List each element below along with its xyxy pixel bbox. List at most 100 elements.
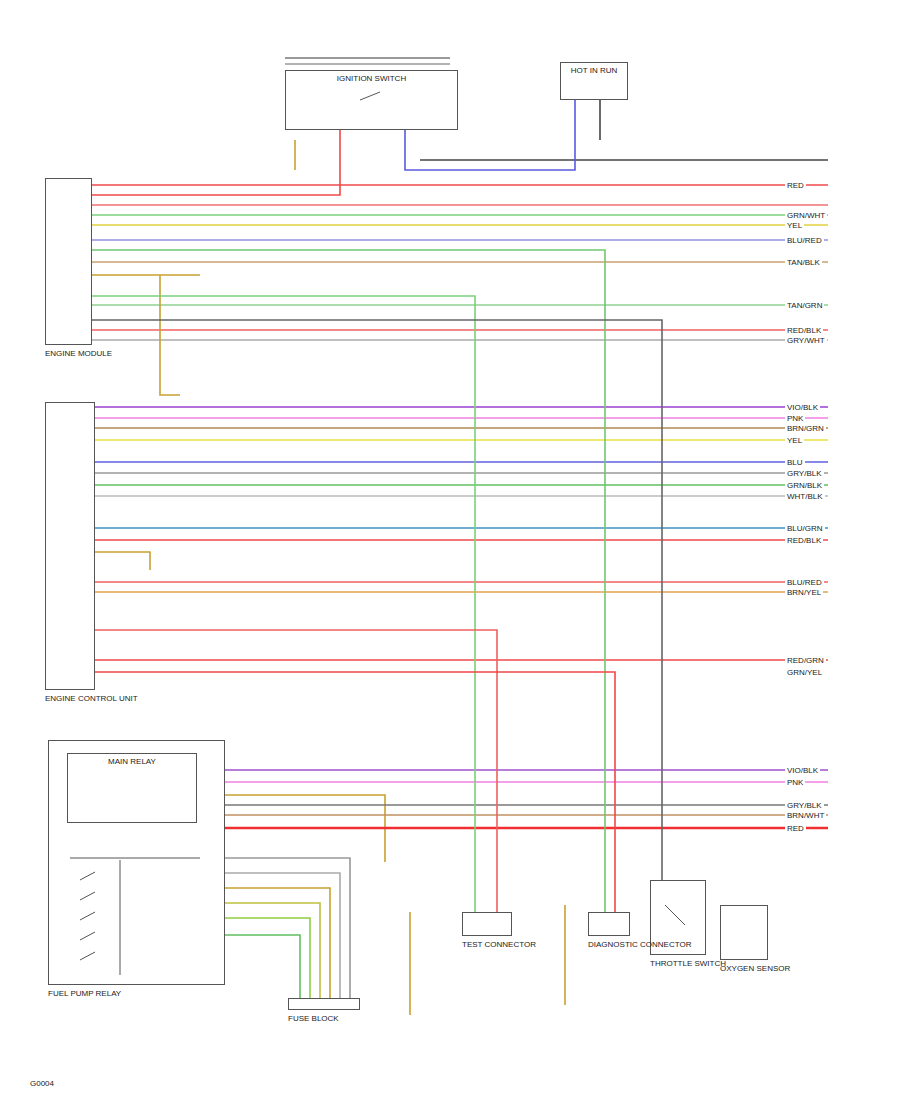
wire: [92, 224, 828, 226]
switch-contact: [665, 905, 685, 925]
power-box: HOT IN RUN: [560, 62, 628, 100]
wire: [95, 495, 828, 497]
wire: [92, 214, 828, 216]
relay-contact: [120, 860, 121, 975]
wire-color-code: GRN/BLK: [785, 481, 824, 490]
wire-color-code: TAN/BLK: [785, 258, 822, 267]
diagnostic-connector: DIAGNOSTIC CONNECTOR: [588, 912, 630, 936]
wire-color-code: RED: [785, 181, 806, 190]
wire: [225, 781, 828, 783]
wire-color-code: RED/GRN: [785, 656, 826, 665]
wire: [92, 274, 200, 276]
wire-connector: [92, 130, 340, 195]
component-label: TEST CONNECTOR: [462, 940, 510, 949]
wire: [225, 918, 310, 998]
component-label: DIAGNOSTIC CONNECTOR: [588, 940, 628, 949]
component-label: FUEL PUMP RELAY: [48, 989, 223, 998]
wire-color-code: BLU/RED: [785, 236, 824, 245]
wire: [225, 858, 350, 998]
wire-connector: [92, 250, 605, 912]
wire-color-code: YEL: [785, 221, 804, 230]
bus-bar: [285, 57, 450, 59]
wire-color-code: BLU/RED: [785, 578, 824, 587]
wire: [92, 261, 828, 263]
wire: [95, 539, 828, 541]
bus-bar: [285, 63, 450, 65]
wire-color-code: WHT/BLK: [785, 492, 825, 501]
wire: [95, 439, 828, 441]
wire: [92, 304, 828, 306]
wire: [225, 903, 320, 998]
connector-block: ENGINE MODULE: [45, 178, 92, 345]
component-label: FUSE BLOCK: [288, 1014, 358, 1023]
component-label: MAIN RELAY: [68, 754, 196, 769]
wire: [92, 329, 828, 331]
wire: [95, 406, 828, 408]
wire: [225, 873, 340, 998]
relay-coil-box: MAIN RELAY: [67, 753, 197, 823]
wire-color-code: BRN/YEL: [785, 588, 823, 597]
wire: [420, 159, 828, 161]
wire-color-code: BRN/WHT: [785, 811, 826, 820]
wire: [599, 100, 601, 140]
wire-color-code: BLU: [785, 458, 805, 467]
relay-contact: [80, 952, 95, 960]
component-label: ENGINE MODULE: [45, 349, 90, 358]
connector-block: ENGINE CONTROL UNIT: [45, 402, 95, 690]
wire-color-code: BLU/GRN: [785, 524, 825, 533]
relay-box: FUEL PUMP RELAYMAIN RELAY: [48, 740, 225, 985]
wire: [225, 935, 300, 998]
wire: [409, 912, 411, 1015]
component-label: IGNITION SWITCH: [286, 71, 457, 86]
wire-color-code: VIO/BLK: [785, 766, 820, 775]
relay-contact: [80, 892, 95, 900]
wire: [92, 184, 828, 186]
wire: [95, 591, 828, 593]
wire-color-code: GRN/YEL: [785, 668, 824, 677]
switch-box: IGNITION SWITCH: [285, 70, 458, 130]
wire: [95, 427, 828, 429]
relay-contact: [70, 858, 200, 859]
wire: [95, 552, 150, 570]
component-label: OXYGEN SENSOR: [720, 964, 766, 973]
wire-color-code: RED/BLK: [785, 326, 823, 335]
wire: [95, 472, 828, 474]
component-label: ENGINE CONTROL UNIT: [45, 694, 93, 703]
wire: [225, 769, 828, 771]
wire: [95, 461, 828, 463]
relay-contact: [80, 932, 95, 940]
wire: [95, 581, 828, 583]
component-label: HOT IN RUN: [561, 63, 627, 78]
wire: [95, 527, 828, 529]
switch-contact: [360, 92, 380, 100]
wire: [405, 100, 575, 170]
wire-color-code: GRY/BLK: [785, 801, 824, 810]
wire: [564, 905, 566, 1005]
wire-color-code: YEL: [785, 436, 804, 445]
wire-connector: [92, 320, 662, 880]
wire-color-code: RED: [785, 824, 806, 833]
wire: [95, 484, 828, 486]
wire: [92, 204, 828, 206]
figure-code: G0004: [28, 1079, 56, 1088]
wire: [294, 140, 296, 170]
wire: [160, 275, 180, 395]
wire-color-code: RED/BLK: [785, 536, 823, 545]
wire: [92, 339, 828, 341]
wire-connector: [225, 888, 330, 998]
wire-connector: [92, 296, 475, 912]
wire-color-code: GRY/WHT: [785, 336, 827, 345]
wire: [225, 814, 828, 816]
switch-component: THROTTLE SWITCH: [650, 880, 706, 955]
wire-connector: [95, 672, 615, 912]
wire: [225, 804, 828, 806]
fuse-block: FUSE BLOCK: [288, 998, 360, 1010]
wire: [95, 659, 828, 661]
wire-color-code: BRN/GRN: [785, 424, 826, 433]
component-label: THROTTLE SWITCH: [650, 959, 704, 968]
wire-color-code: GRY/BLK: [785, 469, 824, 478]
